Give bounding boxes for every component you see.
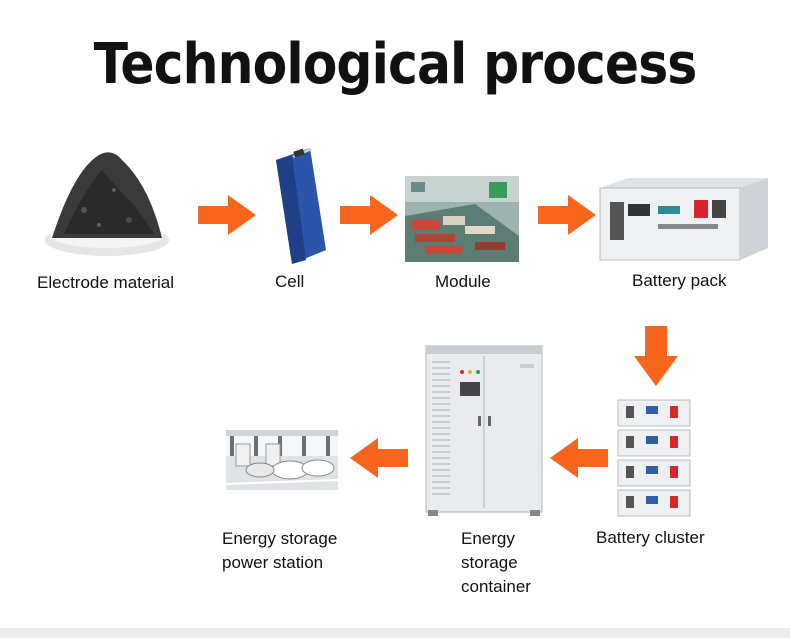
label-electrode-material: Electrode material xyxy=(37,273,175,292)
cell-image xyxy=(276,148,326,264)
label-station-line2: power station xyxy=(222,553,324,572)
label-cell: Cell xyxy=(275,272,305,291)
label-station-line1: Energy storage xyxy=(222,529,338,548)
label-container-line1: Energy xyxy=(461,529,515,548)
arrow-left-icon xyxy=(350,438,408,478)
label-battery-pack: Battery pack xyxy=(632,271,727,290)
powder-image xyxy=(45,152,169,256)
label-container-line3: container xyxy=(461,577,531,596)
arrow-right-icon xyxy=(538,195,596,235)
module-image xyxy=(405,176,519,262)
station-image xyxy=(226,404,338,490)
label-container-line2: storage xyxy=(461,553,518,572)
page-title: Technological process xyxy=(93,32,698,97)
battery-pack-image xyxy=(599,178,768,261)
battery-cluster-image xyxy=(617,399,691,517)
arrow-down-icon xyxy=(634,326,678,386)
arrow-left-icon xyxy=(550,438,608,478)
arrow-right-icon xyxy=(340,195,398,235)
arrow-right-icon xyxy=(198,195,256,235)
footer-bar xyxy=(0,628,790,638)
label-battery-cluster: Battery cluster xyxy=(596,528,705,547)
container-image xyxy=(425,345,543,516)
label-module: Module xyxy=(435,272,491,291)
